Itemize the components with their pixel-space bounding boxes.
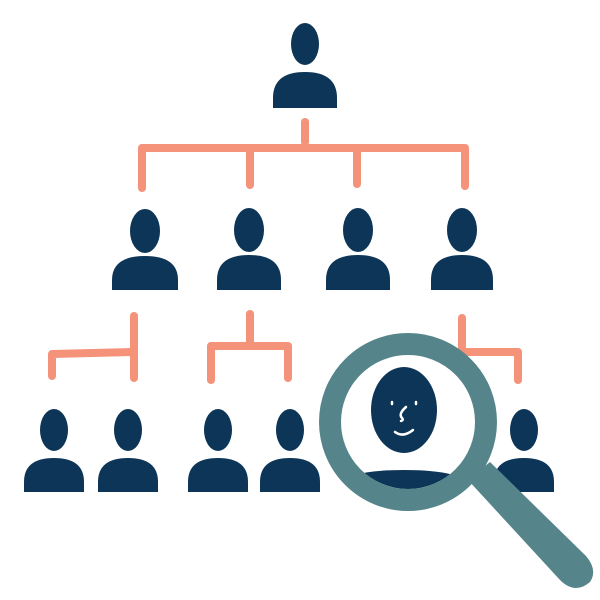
- magnifier-handle: [468, 462, 594, 589]
- person-icon: [273, 23, 337, 108]
- person-icon: [217, 208, 281, 290]
- magnifying-glass-icon: [319, 333, 594, 589]
- connector-top-bar: [138, 144, 469, 192]
- person-icon: [431, 208, 493, 290]
- person-icon: [188, 409, 248, 492]
- person-icon: [260, 409, 320, 492]
- connector-middle-bar: [207, 342, 292, 384]
- person-icon: [98, 409, 158, 492]
- highlighted-person-face: [390, 400, 418, 436]
- org-chart-connectors: [48, 118, 522, 384]
- org-chart-people: [24, 23, 554, 492]
- connector-left-bar: [48, 348, 138, 382]
- person-icon: [112, 209, 178, 290]
- person-icon: [24, 409, 84, 492]
- person-icon: [326, 208, 390, 290]
- magnifier-ring: [319, 333, 497, 511]
